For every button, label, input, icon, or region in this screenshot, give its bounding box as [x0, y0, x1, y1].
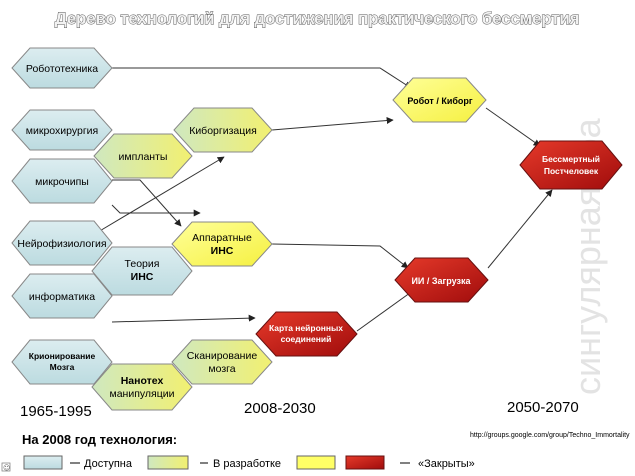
- legend-label-available: Доступна: [84, 458, 133, 470]
- nodes: Робототехника микрохирургия микрочипы им…: [11, 47, 623, 411]
- node-neural-map-label-1: Карта нейронных: [269, 323, 343, 333]
- node-microsurgery: микрохирургия: [11, 109, 113, 151]
- edge-robotics-robot: [112, 67, 412, 89]
- node-ai-upload-label: ИИ / Загрузка: [411, 276, 471, 286]
- source-url: http://groups.google.com/group/Techno_Im…: [470, 432, 630, 439]
- node-neural-map-label-2: соединений: [281, 334, 332, 344]
- node-brain-cryonics: Крионирование Мозга: [11, 339, 113, 385]
- diagram-title: Дерево технологий для достижения практич…: [55, 9, 580, 28]
- node-brain-cryonics-label-2: Мозга: [50, 362, 75, 372]
- node-neurophysiology-label: Нейрофизиология: [17, 238, 106, 250]
- node-neurophysiology: Нейрофизиология: [11, 220, 113, 266]
- node-robot-cyborg: Робот / Киборг: [392, 77, 487, 123]
- legend-label-closed: «Закрыты»: [418, 458, 475, 470]
- node-ai-upload: ИИ / Загрузка: [394, 257, 489, 303]
- edge-brain-map: [111, 314, 256, 323]
- node-immortal-label-2: Постчеловек: [544, 166, 599, 176]
- node-ins-theory-label-2: ИНС: [131, 271, 154, 283]
- node-ins-theory: Теория ИНС: [91, 246, 193, 296]
- legend: На 2008 год технология: http://groups.go…: [22, 432, 630, 470]
- node-immortal-posthuman: Бессмертный Постчеловек: [519, 140, 623, 190]
- node-brain-cryonics-label-1: Крионирование: [29, 351, 96, 361]
- edge-hardware-ai: [271, 243, 409, 269]
- edge-ai-immortal: [487, 189, 553, 269]
- node-nanotech: Нанотех манипуляции: [91, 363, 193, 411]
- node-neural-map: Карта нейронных соединений: [255, 311, 358, 357]
- edge-robot-immortal: [485, 107, 541, 147]
- node-hardware-ins: Аппаратные ИНС: [171, 221, 273, 267]
- node-brain-scanning: Сканирование мозга: [171, 339, 273, 385]
- edge-neuro-cyborg: [97, 156, 225, 233]
- node-microchips: микрочипы: [11, 158, 113, 204]
- legend-label-developing: В разработке: [213, 458, 281, 470]
- node-hardware-ins-label-2: ИНС: [211, 245, 234, 257]
- node-implants: импланты: [93, 133, 193, 179]
- legend-swatch-developing: [147, 455, 189, 470]
- node-brain-scanning-label-2: мозга: [208, 363, 235, 375]
- era-label-3: 2050-2070: [507, 399, 579, 416]
- node-microsurgery-label: микрохирургия: [26, 125, 98, 137]
- edge-microchips-hardware: [112, 179, 182, 227]
- node-cyborgization: Киборгизация: [173, 107, 273, 153]
- node-implants-label: импланты: [119, 151, 168, 163]
- legend-swatch-closed: [345, 455, 385, 470]
- node-cyborgization-label: Киборгизация: [189, 125, 257, 137]
- node-nanotech-label-2: манипуляции: [110, 388, 175, 400]
- node-hardware-ins-label-1: Аппаратные: [192, 232, 252, 244]
- era-label-2: 2008-2030: [244, 400, 316, 417]
- legend-swatch-yellow: [296, 455, 336, 470]
- node-immortal-label-1: Бессмертный: [542, 154, 600, 164]
- node-robotics-label: Робототехника: [26, 63, 98, 75]
- node-robot-cyborg-label: Робот / Киборг: [407, 96, 473, 106]
- edge-map-ai: [356, 289, 415, 332]
- node-robotics: Робототехника: [11, 47, 113, 89]
- node-informatics-label: информатика: [29, 291, 95, 303]
- era-label-1: 1965-1995: [20, 403, 92, 420]
- node-microchips-label: микрочипы: [35, 176, 89, 188]
- legend-swatch-available: [23, 455, 63, 470]
- node-nanotech-label-1: Нанотех: [121, 375, 164, 387]
- edges: [97, 67, 553, 332]
- node-ins-theory-label-1: Теория: [125, 258, 160, 270]
- corner-glyph-icon: ☺: [1, 462, 11, 472]
- svg-text:☺: ☺: [3, 464, 10, 472]
- node-informatics: информатика: [11, 273, 113, 319]
- edge-cyborg-robot: [271, 117, 394, 131]
- node-brain-scanning-label-1: Сканирование: [187, 350, 258, 362]
- edge-microchips-cyborg: [111, 204, 201, 217]
- legend-title: На 2008 год технология:: [22, 432, 177, 447]
